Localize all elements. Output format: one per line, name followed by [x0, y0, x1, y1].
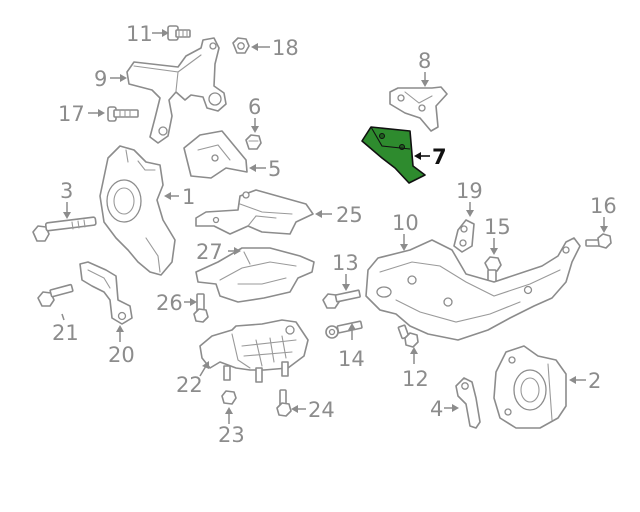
callout-19: 19: [456, 179, 483, 203]
part-6-nut: [245, 134, 262, 150]
callout-17: 17: [58, 102, 85, 126]
callout-5: 5: [268, 157, 281, 181]
callout-20: 20: [108, 343, 135, 367]
callout-25: 25: [336, 203, 363, 227]
part-24-bolt: [276, 389, 292, 417]
callout-6: 6: [248, 95, 261, 119]
callout-3: 3: [60, 179, 73, 203]
callout-22: 22: [176, 373, 203, 397]
callout-18: 18: [272, 36, 299, 60]
callout-24: 24: [308, 398, 335, 422]
part-12-bolt: [397, 324, 419, 348]
callout-1: 1: [182, 185, 195, 209]
callout-26: 26: [156, 291, 183, 315]
part-19-link: [453, 219, 475, 253]
part-1-engine-mount: [99, 145, 176, 276]
part-26-bolt: [193, 293, 209, 323]
part-7-bracket-highlighted: [361, 126, 426, 184]
callout-10: 10: [392, 211, 419, 235]
part-13-bolt: [322, 289, 361, 309]
part-9-bracket: [126, 37, 227, 144]
part-14-bolt: [325, 320, 363, 339]
part-16-bolt: [585, 233, 612, 249]
part-21-bolt: [37, 283, 74, 307]
part-15-bolt: [484, 256, 502, 285]
part-23-nut: [221, 390, 237, 405]
callout-11: 11: [126, 22, 153, 46]
callout-9: 9: [94, 67, 107, 91]
callout-13: 13: [332, 251, 359, 275]
part-4-link: [455, 377, 481, 429]
part-2-mount: [493, 345, 567, 429]
callout-labels: 11 18 9 17 6 5 8 7 1 3 25 27 19 15 16 10…: [52, 22, 617, 447]
callout-2: 2: [588, 369, 601, 393]
callout-16: 16: [590, 194, 617, 218]
part-17-bolt: [107, 106, 139, 122]
part-5-plate: [183, 130, 248, 179]
callout-23: 23: [218, 423, 245, 447]
callout-4: 4: [430, 397, 443, 421]
callout-15: 15: [484, 215, 511, 239]
part-20-bracket: [79, 261, 133, 325]
part-11-bolt: [167, 25, 191, 41]
part-18-nut: [232, 37, 250, 54]
part-8-bracket: [389, 86, 448, 132]
part-27-bracket: [195, 247, 315, 303]
callout-12: 12: [402, 367, 429, 391]
part-25-bracket: [195, 189, 314, 235]
part-3-bolt: [32, 216, 97, 242]
leader-lines: [61, 29, 608, 424]
part-22-mount: [199, 319, 309, 383]
callout-27: 27: [196, 240, 223, 264]
callout-14: 14: [338, 347, 365, 371]
part-10-crossmember: [365, 237, 581, 341]
callout-21: 21: [52, 321, 79, 345]
callout-7: 7: [432, 145, 447, 169]
callout-8: 8: [418, 49, 431, 73]
